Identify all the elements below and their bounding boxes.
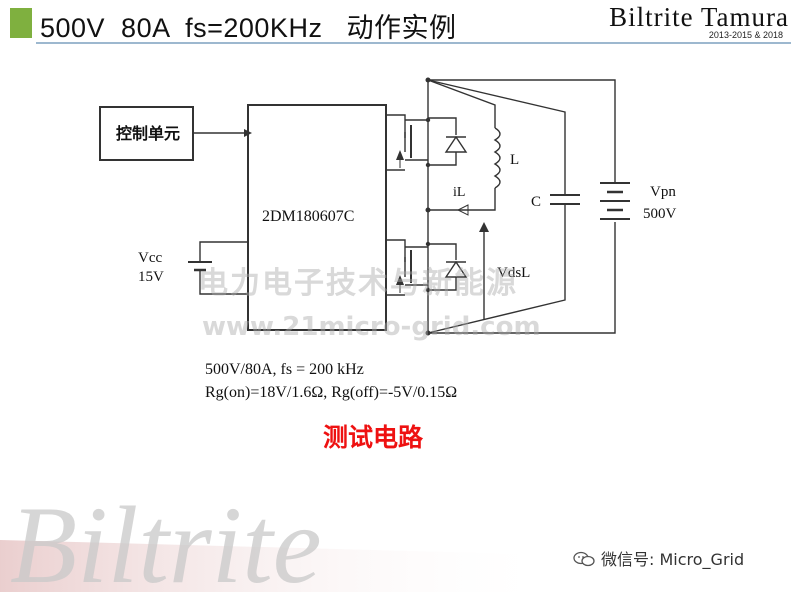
- bottom-rail: [428, 222, 616, 334]
- cap-wire-bottom: [427, 204, 566, 334]
- upper-diode-triangle: [444, 135, 468, 153]
- inductor-wire-bottom: [428, 188, 496, 211]
- vpn-label: Vpn: [650, 184, 676, 200]
- upper-gate-top: [386, 114, 406, 138]
- junction-bottom: [425, 330, 431, 336]
- lower-gate-top: [386, 239, 406, 262]
- control-arrowhead: [244, 129, 252, 137]
- lower-diode-triangle: [444, 260, 468, 278]
- caption-test-circuit: 测试电路: [323, 423, 424, 452]
- vcc-value: 15V: [138, 269, 164, 285]
- vcc-wire-top: [199, 241, 248, 262]
- inductor-label: L: [510, 152, 519, 168]
- lower-gate-arrow: [396, 275, 404, 285]
- control-unit-label: 控制单元: [116, 124, 180, 143]
- lower-diode-wire-top: [428, 243, 457, 260]
- slide-title: 500V 80A fs=200KHz 动作实例: [40, 13, 457, 43]
- wechat-id: 微信号: Micro_Grid: [573, 546, 744, 570]
- logo-lettering: Biltrite: [10, 484, 322, 592]
- watermark-chinese: 电力电子技术与新能源: [198, 266, 518, 301]
- current-label: iL: [453, 185, 465, 200]
- current-arrowhead: [456, 204, 469, 216]
- watermark-url: www.21micro-grid.com: [202, 312, 541, 342]
- title-bar: 500V 80A fs=200KHz 动作实例 Biltrite Tamura …: [0, 0, 795, 46]
- spec-line-1: 500V/80A, fs = 200 kHz: [205, 361, 364, 378]
- capacitor-label: C: [531, 194, 541, 210]
- vdsl-arrowhead: [479, 222, 489, 232]
- vcc-label: Vcc: [138, 250, 162, 266]
- driver-box: [247, 104, 387, 331]
- top-rail: [428, 79, 616, 183]
- wechat-icon: [573, 551, 595, 567]
- brand-years: 2013-2015 & 2018: [708, 30, 783, 40]
- vpn-value: 500V: [643, 206, 677, 222]
- vcc-wire-bottom: [199, 278, 248, 295]
- junction-top: [425, 77, 431, 83]
- inductor-wire-top: [427, 79, 496, 128]
- vdsl-label: VdsL: [497, 265, 530, 281]
- wechat-text: 微信号: Micro_Grid: [601, 550, 745, 569]
- upper-gate-arrow: [396, 150, 404, 160]
- upper-diode-wire-bottom: [428, 152, 457, 166]
- cap-wire-top: [427, 79, 566, 195]
- lower-diode-wire-bottom: [428, 277, 457, 291]
- inductor-coil: [493, 127, 501, 189]
- title-accent-square: [10, 8, 32, 38]
- upper-diode-wire-top: [428, 117, 457, 135]
- spec-line-2: Rg(on)=18V/1.6Ω, Rg(off)=-5V/0.15Ω: [205, 384, 458, 401]
- brand-name: Biltrite Tamura: [609, 2, 789, 32]
- title-divider: [36, 42, 791, 44]
- biltrite-logo-watermark: Biltrite: [0, 484, 560, 592]
- junction-mid: [425, 207, 431, 213]
- driver-label: 2DM180607C: [262, 208, 354, 225]
